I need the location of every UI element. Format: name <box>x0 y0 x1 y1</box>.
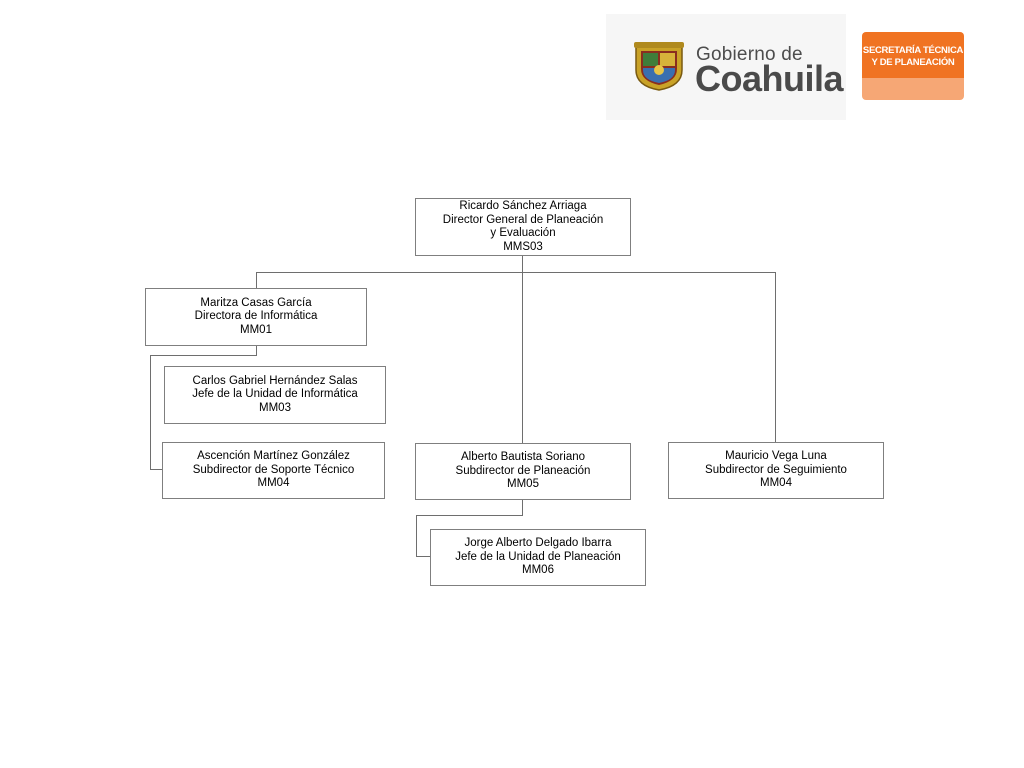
person-title: Directora de Informática <box>194 310 318 323</box>
person-name: Carlos Gabriel Hernández Salas <box>192 374 358 387</box>
org-box-unidad-informatica: Carlos Gabriel Hernández Salas Jefe de l… <box>164 366 386 424</box>
org-box-director-general: Ricardo Sánchez Arriaga Director General… <box>415 198 631 256</box>
person-name: Jorge Alberto Delgado Ibarra <box>464 537 612 550</box>
connector-planeacion-spine <box>416 515 417 557</box>
coahuila-text: Coahuila <box>695 58 844 99</box>
connector-to-informatica <box>256 272 257 289</box>
person-title: Subdirector de Planeación <box>455 464 591 477</box>
org-box-seguimiento: Mauricio Vega Luna Subdirector de Seguim… <box>668 442 884 499</box>
person-title: Jefe de la Unidad de Planeación <box>455 550 621 563</box>
position-code: MM04 <box>257 477 290 490</box>
person-name: Mauricio Vega Luna <box>725 450 827 463</box>
position-code: MM05 <box>507 478 539 491</box>
connector-to-seguimiento <box>775 272 776 443</box>
coahuila-crest-icon <box>634 42 684 91</box>
connector-top-vertical <box>522 255 523 443</box>
person-name: Ascención Martínez González <box>197 450 350 463</box>
gobierno-de-text: Gobierno de <box>696 44 803 65</box>
org-box-soporte-tecnico: Ascención Martínez González Subdirector … <box>162 442 385 499</box>
connector-top-horizontal <box>256 272 776 273</box>
connector-informatica-horizontal <box>150 355 257 356</box>
person-title: Jefe de la Unidad de Informática <box>192 388 358 401</box>
connector-informatica-down <box>256 345 257 355</box>
secretaria-tecnica-badge: SECRETARÍA TÉCNICA Y DE PLANEACIÓN <box>862 32 964 100</box>
person-name: Ricardo Sánchez Arriaga <box>459 200 587 212</box>
org-box-planeacion: Alberto Bautista Soriano Subdirector de … <box>415 443 631 500</box>
connector-to-soporte <box>150 469 163 470</box>
position-code: MM01 <box>240 323 272 336</box>
connector-informatica-spine-left <box>150 355 151 470</box>
connector-planeacion-down <box>522 499 523 515</box>
badge-top-band <box>862 32 964 78</box>
person-title: Subdirector de Seguimiento <box>705 463 847 476</box>
person-title: Director General de Planeación <box>442 213 604 226</box>
badge-bottom-band <box>862 78 964 100</box>
person-title: y Evaluación <box>490 227 556 239</box>
person-name: Maritza Casas García <box>200 296 312 309</box>
position-code: MMS03 <box>503 240 543 253</box>
position-code: MM03 <box>259 401 291 414</box>
connector-to-unidad-planeacion <box>416 556 430 557</box>
position-code: MM04 <box>760 477 792 490</box>
badge-line-1: SECRETARÍA TÉCNICA <box>862 45 964 56</box>
org-box-unidad-planeacion: Jorge Alberto Delgado Ibarra Jefe de la … <box>430 529 646 586</box>
badge-text: SECRETARÍA TÉCNICA Y DE PLANEACIÓN <box>862 45 964 69</box>
position-code: MM06 <box>522 564 554 577</box>
badge-line-2: Y DE PLANEACIÓN <box>871 57 955 68</box>
org-box-informatica: Maritza Casas García Directora de Inform… <box>145 288 367 346</box>
gobierno-coahuila-logo: Gobierno de Coahuila <box>606 14 846 120</box>
person-title: Subdirector de Soporte Técnico <box>192 463 355 476</box>
connector-planeacion-horizontal <box>416 515 523 516</box>
person-name: Alberto Bautista Soriano <box>460 451 586 464</box>
